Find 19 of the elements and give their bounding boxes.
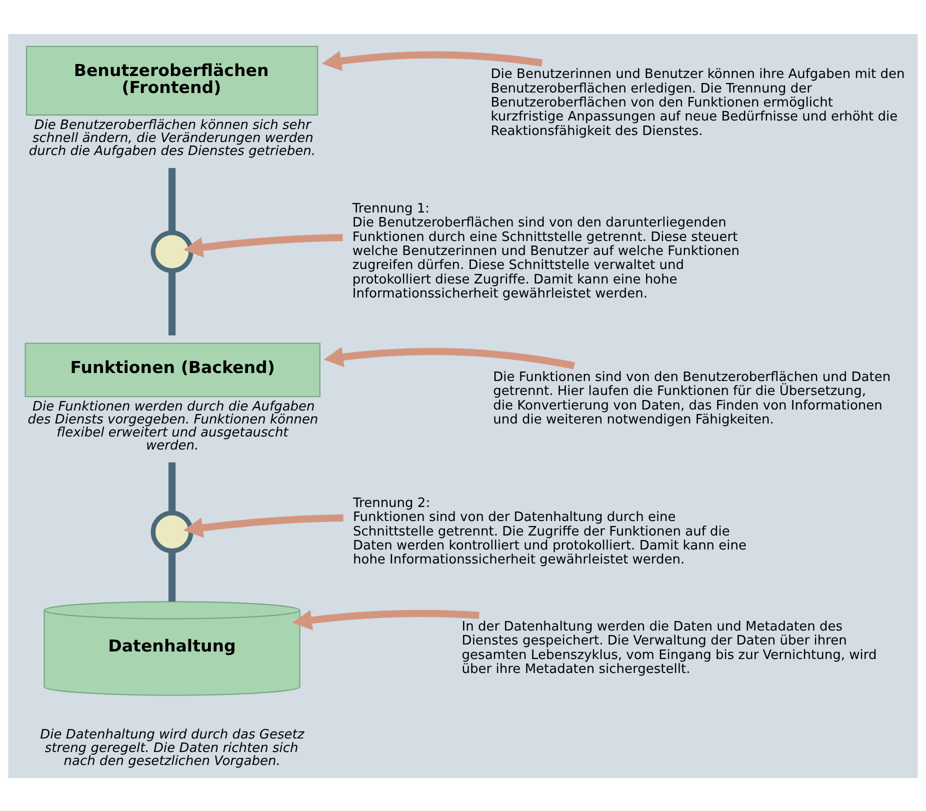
arrow [322,50,543,71]
connector [168,168,176,232]
node-text: Trennung 1: Die Benutzeroberflächen sind von den darunterliegenden Funktionen durch eine Schnittstelle getrennt. Diese steuert welche Benutzerinnen und Benutzer auf welche Funktionen zugreifen dürfen. Diese Schnittstelle verwaltet und protokolliert diese Zugriffe. Damit kann eine hohe Informationssicherheit gewährleistet werden. [352,200,740,302]
connector [168,270,176,335]
arrow [292,609,480,630]
node-text: In der Datenhaltung werden die Daten und Metadaten des Dienstes gespeichert. Die Verwaltung der Daten über ihren gesamten Lebenszyklus, vom Eingang bis zur Vernichtung, wird über ihre Metadaten sichergestellt. [462,619,877,677]
node-label: Die Funktionen werden durch die Aufgaben des Diensts vorgegeben. Funktionen können flexibel erweitert und ausgetauscht werden. [28,398,318,454]
arrow [183,234,343,257]
node-label: Die Benutzeroberflächen können sich sehr schnell ändern, die Veränderungen werden durch die Aufgaben des Dienstes getrieben. [28,117,316,159]
node-circle [150,230,194,272]
node-label: Die Datenhaltung wird durch das Gesetz streng geregelt. Die Daten richten sich nach den gesetzlichen Vorgaben. [40,727,304,768]
arrow [183,514,344,538]
node-text: Trennung 2: Funktionen sind von der Datenhaltung durch eine Schnittstelle getrennt. Die Zugriffe der Funktionen auf die Daten werden kontrolliert und protokolliert. Damit kann eine hohe Informationssicherheit gewährleistet werden. [352,495,747,568]
connector [168,550,176,602]
connector [168,462,176,512]
node-text: Die Funktionen sind von den Benutzeroberflächen und Daten getrennt. Hier laufen die Funktionen für die Übersetzung, die Konvertierung von Daten, das Finden von Informationen und die weiteren notwendigen Fähigkeiten. [493,369,891,428]
node-text: Die Benutzerinnen und Benutzer können ihre Aufgaben mit den Benutzeroberflächen erledigen. Die Trennung der Benutzeroberflächen von den Funktionen ermöglicht kurzfristige Anpassungen auf neue Bedürfnisse und erhöht die Reaktionsfähigkeit des Dienstes. [490,66,905,138]
arrow [324,346,575,369]
node-circle [150,510,194,553]
